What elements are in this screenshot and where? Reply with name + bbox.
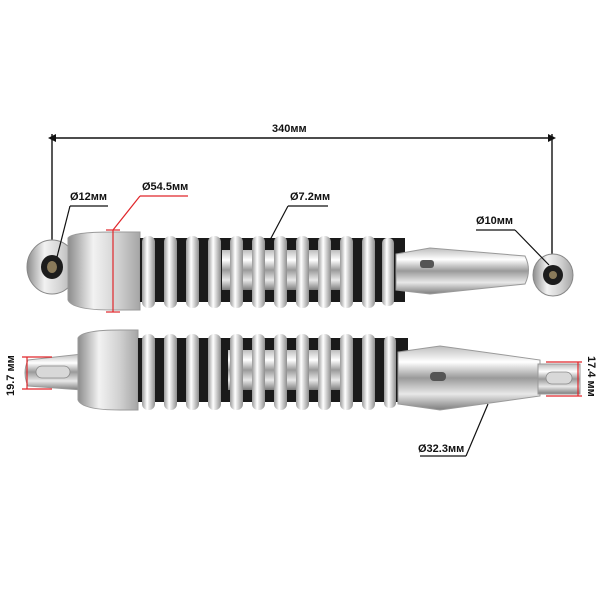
overall-length-label: 340мм: [272, 123, 307, 135]
wire-diameter-callout: [269, 205, 328, 241]
fork-width-left-callout: [22, 356, 52, 390]
spring-outer-diameter-label: Ø54.5мм: [142, 181, 189, 193]
fork-width-right-label: 17.4 мм: [585, 356, 597, 397]
fork-width-left-label: 19.7 мм: [5, 355, 17, 396]
top-spring-coils: [142, 236, 394, 308]
eye-callout-left: [56, 205, 108, 258]
lower-tube-callout: [420, 403, 489, 457]
top-shock-absorber: [26, 231, 574, 311]
bottom-shock-absorber: [24, 329, 581, 411]
eye-callout-right: [476, 229, 550, 266]
top-eye-diameter-label: Ø12мм: [70, 191, 108, 203]
spring-diameter-callout: [106, 195, 188, 313]
lower-tube-diameter-label: Ø32.3мм: [418, 443, 465, 455]
bottom-spring-coils: [142, 334, 396, 410]
fork-width-right-callout: [546, 361, 582, 397]
spring-wire-diameter-label: Ø7.2мм: [290, 191, 331, 203]
bottom-eye-diameter-label: Ø10мм: [476, 215, 514, 227]
